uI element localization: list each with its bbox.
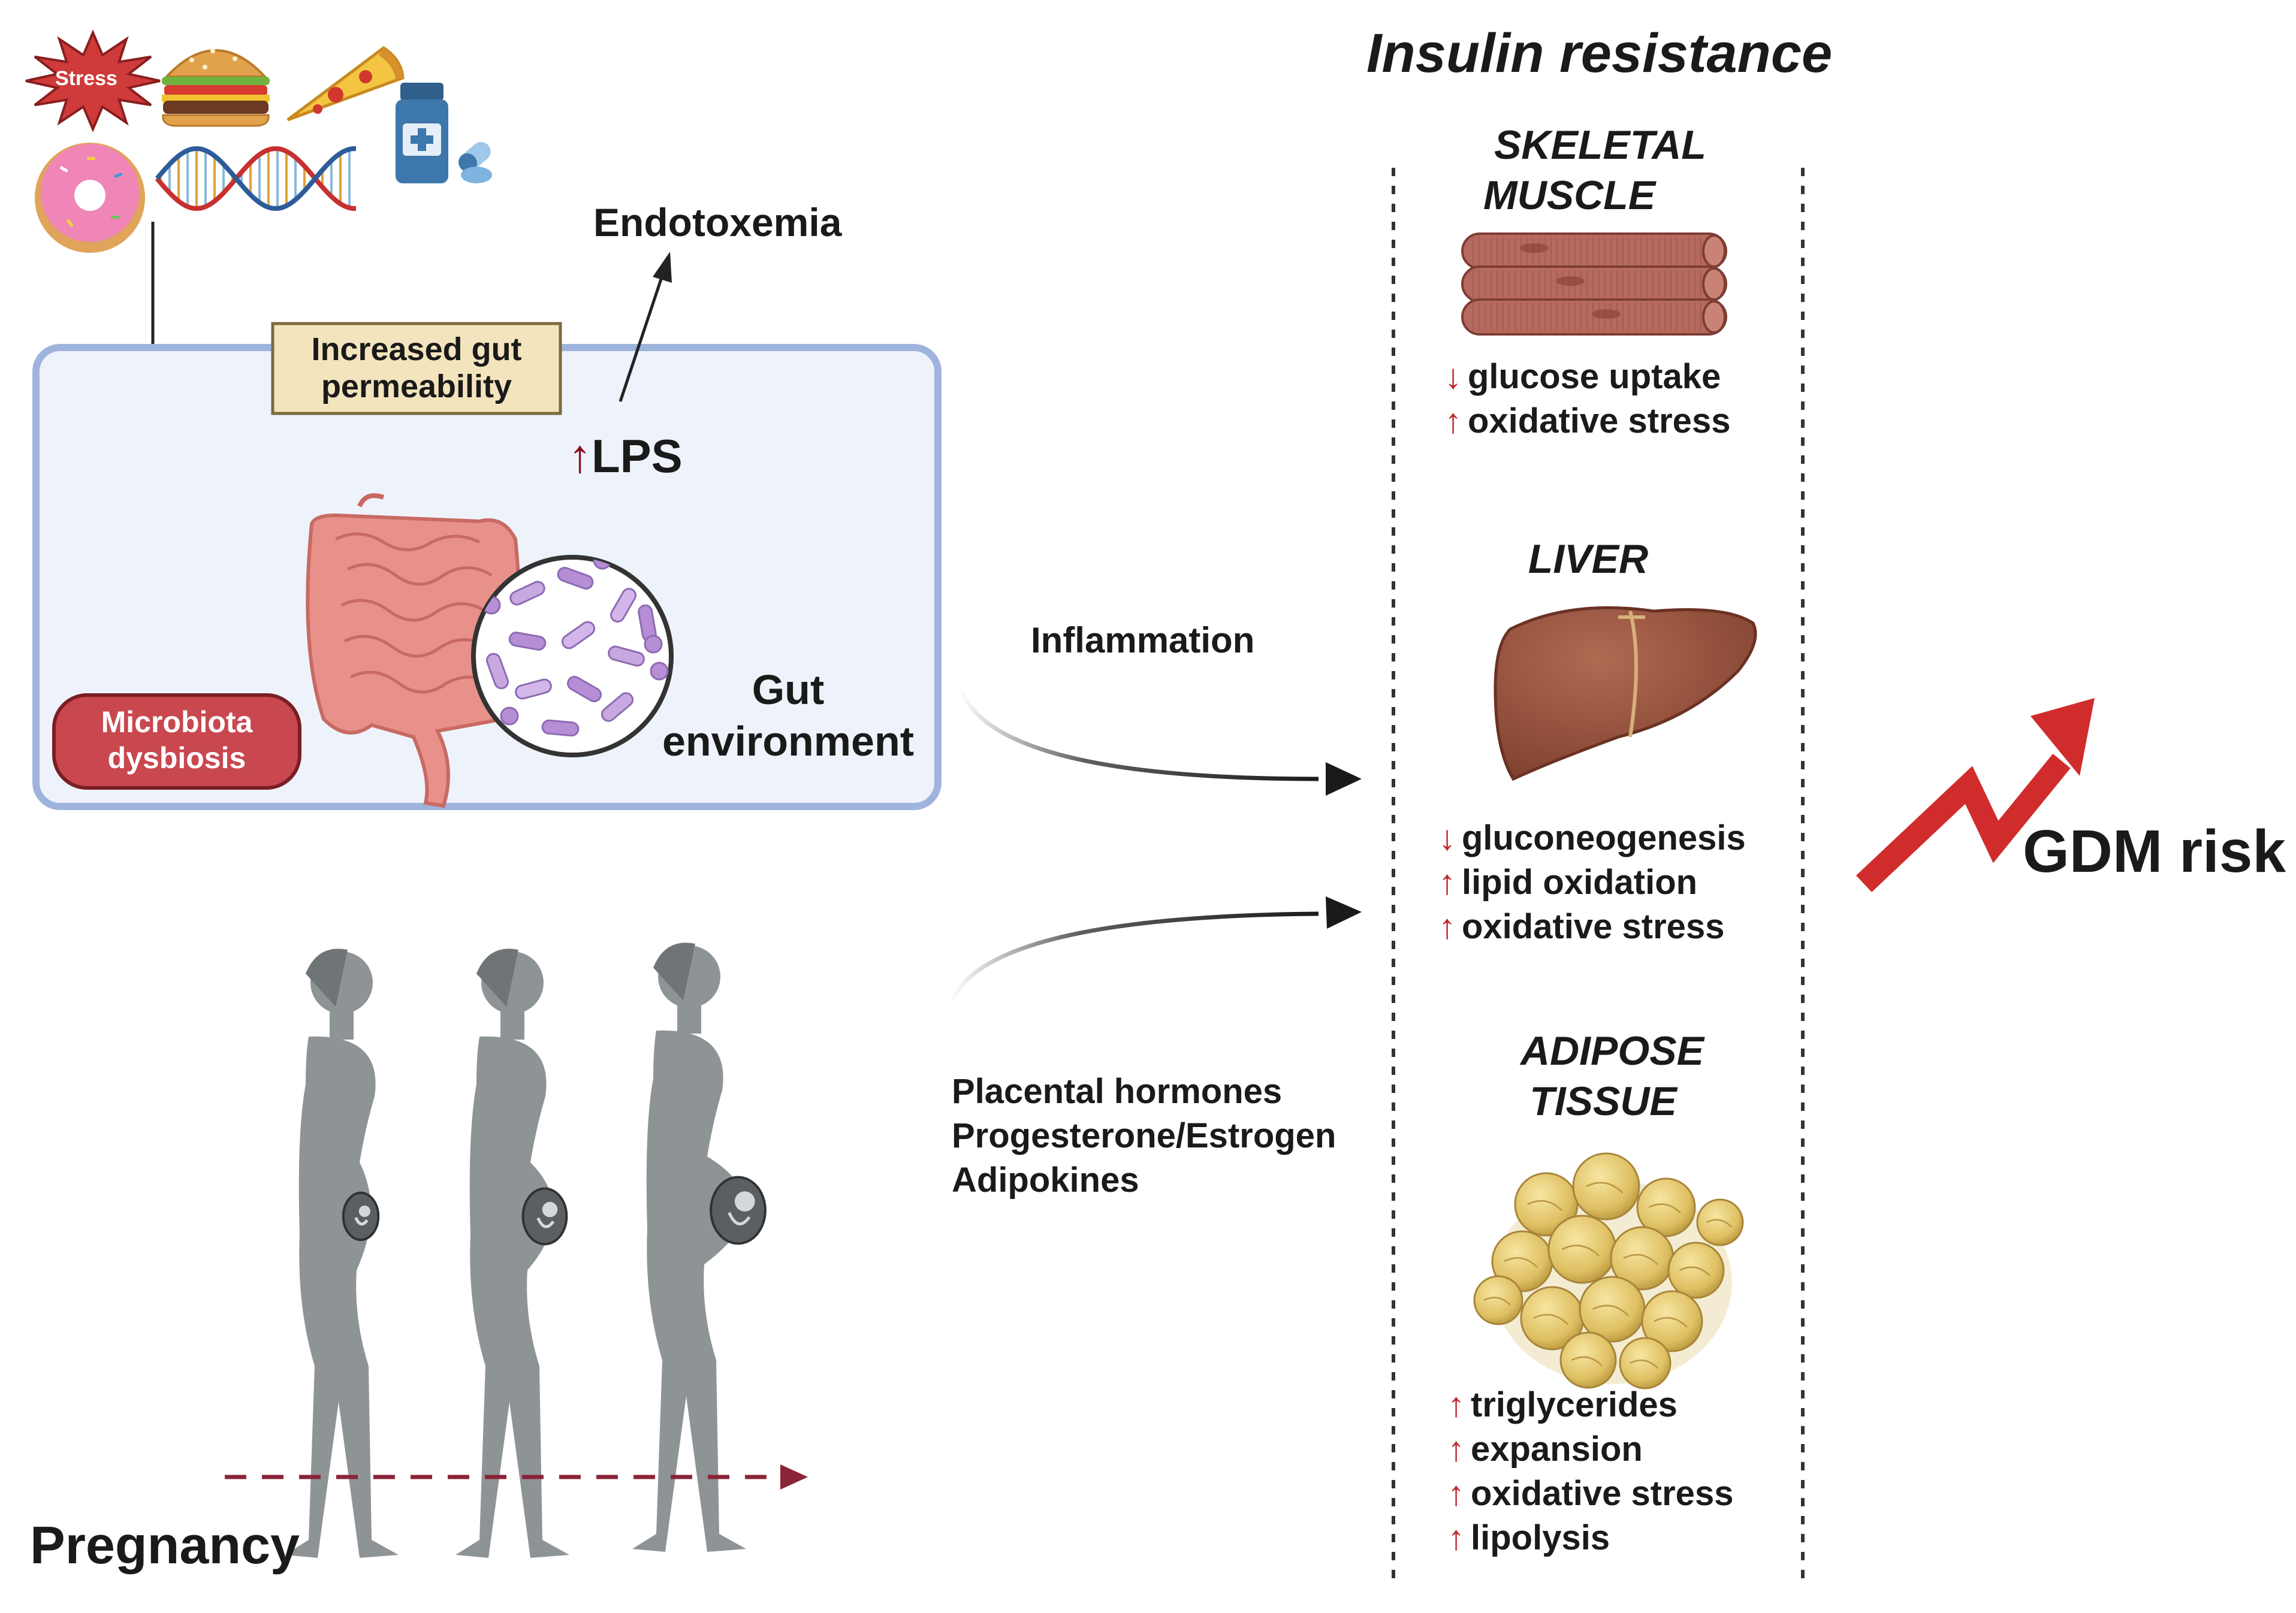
effect-row: ↑triglycerides [1447, 1383, 1733, 1427]
effect-text: lipolysis [1471, 1518, 1610, 1557]
intestine-icon [306, 493, 521, 808]
effect-arrow: ↑ [1447, 1385, 1465, 1424]
gdm-rising-arrow-icon [1855, 698, 2095, 892]
gdm-risk-label: GDM risk [2023, 818, 2286, 885]
hormones-arrow [948, 911, 1319, 1008]
effect-row: ↑lipid oxidation [1438, 860, 1746, 905]
stress-icon [25, 29, 161, 132]
effect-arrow: ↑ [1444, 401, 1462, 440]
skeletal-muscle-title-line-2: MUSCLE [1483, 173, 1656, 218]
endotoxemia-label: Endotoxemia [593, 200, 842, 244]
capsule-icon [458, 142, 492, 183]
dysbiosis-line-2: dysbiosis [107, 741, 246, 775]
dysbiosis-label: Microbiota dysbiosis [54, 704, 300, 776]
adipose-title-line-2: TISSUE [1529, 1079, 1677, 1124]
effect-row: ↑oxidative stress [1444, 399, 1730, 443]
lps-up-arrow: ↑ [568, 430, 592, 482]
effect-row: ↑lipolysis [1447, 1516, 1733, 1560]
medicine-bottle-icon [396, 83, 448, 183]
effect-arrow: ↑ [1447, 1430, 1465, 1469]
skeletal-muscle-title-line-1: SKELETAL [1494, 122, 1706, 168]
effect-text: lipid oxidation [1462, 863, 1698, 902]
liver-title: LIVER [1528, 536, 1649, 582]
dna-icon [155, 146, 357, 212]
effect-text: expansion [1471, 1430, 1643, 1469]
permeability-line-1: Increased gut [311, 331, 522, 367]
gut-environment-label: Gut environment [650, 664, 926, 767]
effect-arrow: ↑ [1438, 863, 1456, 902]
effect-row: ↓gluconeogenesis [1438, 816, 1746, 860]
adipose-title-line-1: ADIPOSE [1520, 1028, 1704, 1074]
hormones-item: Adipokines [952, 1161, 1139, 1200]
permeability-label: Increased gut permeability [273, 331, 560, 405]
pregnant-women-figures [285, 943, 767, 1558]
effect-row: ↑expansion [1447, 1427, 1733, 1472]
stress-label: Stress [55, 67, 117, 90]
inflammation-arrowhead [1326, 762, 1362, 796]
skeletal-muscle-icon [1461, 232, 1727, 336]
liver-icon [1494, 606, 1757, 781]
liver-effects: ↓gluconeogenesis ↑lipid oxidation ↑oxida… [1438, 816, 1746, 949]
hormones-arrowhead [1326, 896, 1362, 929]
gut-environment-line-1: Gut [752, 666, 825, 713]
donut-icon [35, 143, 145, 253]
permeability-line-2: permeability [321, 368, 512, 404]
pregnancy-timeline-arrowhead [780, 1464, 808, 1490]
hormones-item: Progesterone/Estrogen [952, 1116, 1336, 1155]
dysbiosis-line-1: Microbiota [101, 705, 253, 739]
effect-text: glucose uptake [1468, 357, 1721, 396]
permeability-box [271, 322, 562, 415]
effect-arrow: ↑ [1447, 1474, 1465, 1513]
effect-text: oxidative stress [1462, 907, 1725, 946]
effect-text: triglycerides [1471, 1385, 1678, 1424]
lps-label: ↑LPS [568, 430, 683, 482]
endotoxemia-arrow [618, 275, 664, 402]
lps-text: LPS [592, 430, 683, 482]
adipose-tissue-title: ADIPOSE TISSUE [1462, 1026, 1762, 1126]
hormones-item: Placental hormones [952, 1072, 1283, 1111]
effect-arrow: ↑ [1438, 907, 1456, 946]
inflammation-label: Inflammation [1031, 620, 1255, 660]
burger-icon [162, 49, 270, 127]
effect-row: ↑oxidative stress [1438, 905, 1746, 949]
skeletal-muscle-title: SKELETAL MUSCLE [1438, 120, 1762, 220]
dysbiosis-pill [52, 693, 301, 790]
skeletal-muscle-effects: ↓glucose uptake ↑oxidative stress [1444, 355, 1730, 443]
effect-arrow: ↓ [1444, 357, 1462, 396]
inflammation-arrow [957, 682, 1319, 781]
effect-arrow: ↑ [1447, 1518, 1465, 1557]
endotoxemia-arrowhead [653, 252, 672, 283]
hormones-list: Placental hormones Progesterone/Estrogen… [952, 1070, 1336, 1203]
gut-environment-line-2: environment [662, 718, 915, 765]
effect-row: ↑oxidative stress [1447, 1472, 1733, 1516]
adipose-tissue-icon [1473, 1152, 1744, 1390]
pizza-icon [286, 46, 405, 122]
effect-text: oxidative stress [1471, 1474, 1734, 1513]
pregnancy-label: Pregnancy [30, 1515, 300, 1575]
bacteria-magnifier [471, 555, 674, 757]
adipose-tissue-effects: ↑triglycerides ↑expansion ↑oxidative str… [1447, 1383, 1733, 1560]
effect-text: oxidative stress [1468, 401, 1731, 440]
effect-arrow: ↓ [1438, 818, 1456, 857]
effect-row: ↓glucose uptake [1444, 355, 1730, 399]
insulin-resistance-title: Insulin resistance [1366, 23, 1833, 84]
effect-text: gluconeogenesis [1462, 818, 1746, 857]
